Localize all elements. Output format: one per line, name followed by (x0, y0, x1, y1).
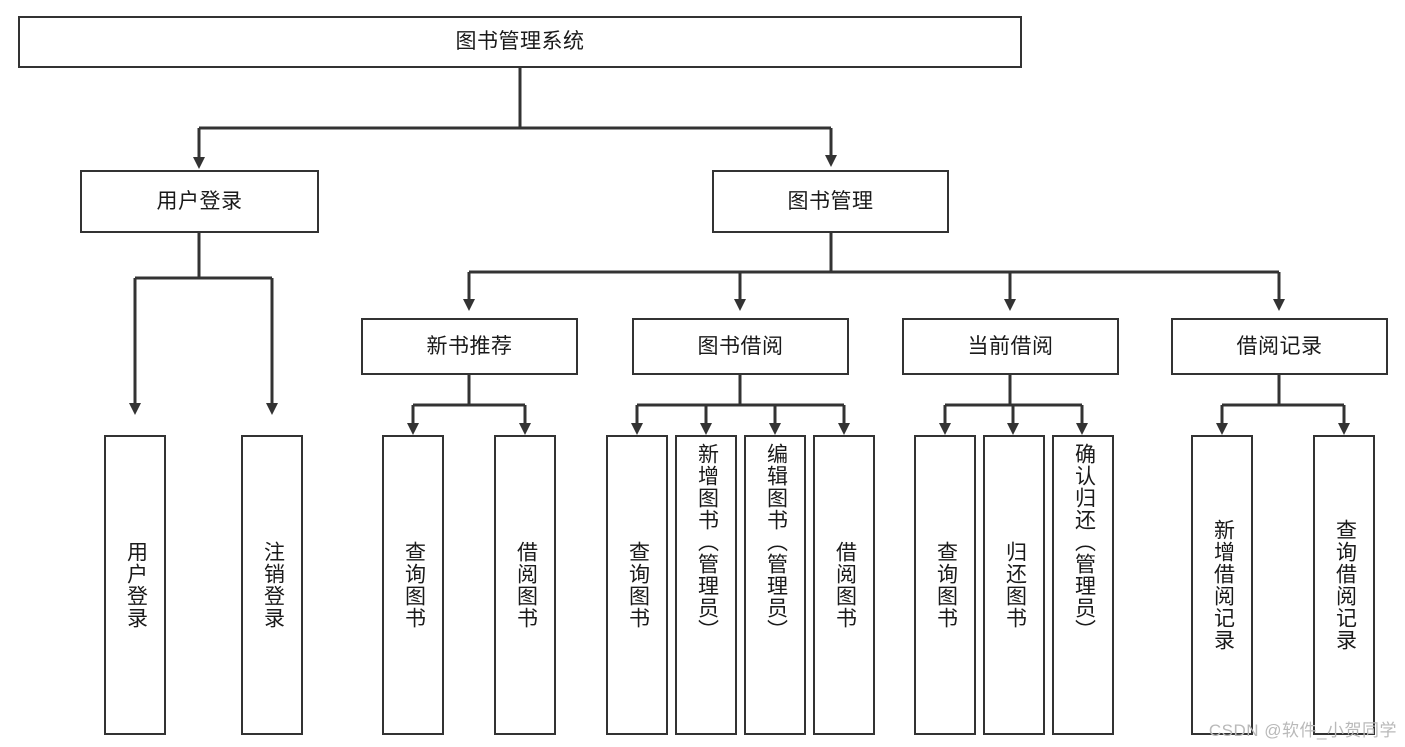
leaf-user-login-login[interactable]: 用户登录 (104, 435, 166, 735)
leaf-borrow-record-add[interactable]: 新增借阅记录 (1191, 435, 1253, 735)
leaf-book-borrow-edit[interactable]: 编辑图书（管理员） (744, 435, 806, 735)
leaf-user-login-logout[interactable]: 注销登录 (241, 435, 303, 735)
leaf-book-borrow-query[interactable]: 查询图书 (606, 435, 668, 735)
node-label: 查询图书 (626, 541, 650, 629)
node-label: 新增借阅记录 (1211, 519, 1235, 651)
node-book-borrow[interactable]: 图书借阅 (632, 318, 849, 375)
leaf-new-book-query[interactable]: 查询图书 (382, 435, 444, 735)
leaf-current-borrow-confirm-return[interactable]: 确认归还（管理员） (1052, 435, 1114, 735)
node-current-borrow[interactable]: 当前借阅 (902, 318, 1119, 375)
leaf-new-book-borrow[interactable]: 借阅图书 (494, 435, 556, 735)
node-label: 归还图书 (1003, 541, 1027, 629)
node-label: 用户登录 (124, 541, 148, 629)
node-book-management[interactable]: 图书管理 (712, 170, 949, 233)
node-label: 查询借阅记录 (1333, 519, 1357, 651)
node-borrow-record[interactable]: 借阅记录 (1171, 318, 1388, 375)
node-label: 新书推荐 (426, 334, 513, 358)
node-user-login[interactable]: 用户登录 (80, 170, 319, 233)
node-label: 借阅记录 (1236, 334, 1323, 358)
leaf-current-borrow-return[interactable]: 归还图书 (983, 435, 1045, 735)
leaf-current-borrow-query[interactable]: 查询图书 (914, 435, 976, 735)
node-label: 图书借阅 (697, 334, 784, 358)
leaf-book-borrow-add[interactable]: 新增图书（管理员） (675, 435, 737, 735)
watermark: CSDN @软件_小贺同学 (1208, 721, 1397, 740)
node-label: 借阅图书 (833, 541, 857, 629)
node-label: 注销登录 (261, 541, 285, 629)
node-label: 图书管理 (787, 189, 874, 213)
node-label: 确认归还（管理员） (1072, 443, 1096, 641)
node-label: 借阅图书 (514, 541, 538, 629)
leaf-book-borrow-borrow[interactable]: 借阅图书 (813, 435, 875, 735)
node-label: 当前借阅 (967, 334, 1054, 358)
leaf-borrow-record-query[interactable]: 查询借阅记录 (1313, 435, 1375, 735)
node-label: 编辑图书（管理员） (764, 443, 788, 641)
node-label: 查询图书 (934, 541, 958, 629)
node-label: 用户登录 (156, 189, 243, 213)
node-label: 查询图书 (402, 541, 426, 629)
node-new-book-recommend[interactable]: 新书推荐 (361, 318, 578, 375)
node-root-book-management-system[interactable]: 图书管理系统 (18, 16, 1022, 68)
node-label: 新增图书（管理员） (695, 443, 719, 641)
node-label: 图书管理系统 (455, 30, 585, 54)
